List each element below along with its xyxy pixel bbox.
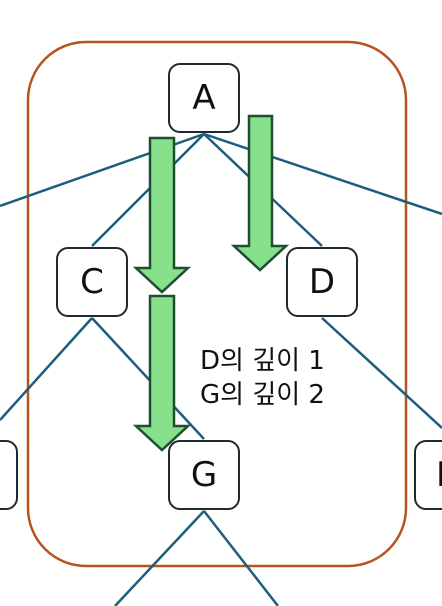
node-left-partial (0, 440, 18, 510)
depth-arrow-a-to-c (132, 136, 192, 294)
edge-g-left-child (114, 510, 205, 606)
node-right-partial-label: I (436, 455, 442, 495)
node-c-label: C (80, 262, 104, 302)
edge-a-c (91, 133, 205, 247)
node-d-label: D (308, 262, 336, 302)
caption-line-g: G의 깊이 2 (200, 380, 325, 410)
node-g-label: G (190, 455, 218, 495)
node-d: D (286, 247, 358, 317)
depth-caption: D의 깊이 1 G의 깊이 2 (200, 344, 325, 412)
node-c: C (56, 247, 128, 317)
edge-c-left-partial (0, 317, 93, 421)
depth-arrow-a-to-d (230, 114, 290, 272)
edge-d-right-partial (321, 317, 442, 429)
caption-line-d: D의 깊이 1 (200, 346, 325, 376)
node-a-label: A (192, 78, 216, 118)
node-right-partial: I (414, 440, 442, 510)
node-g: G (168, 440, 240, 510)
edge-c-g (91, 317, 205, 440)
depth-arrow-c-to-g (132, 294, 192, 452)
subtree-frame (26, 40, 408, 568)
edge-g-right-child (203, 510, 279, 606)
edge-a-right-offscreen (203, 132, 442, 216)
node-a: A (168, 63, 240, 133)
